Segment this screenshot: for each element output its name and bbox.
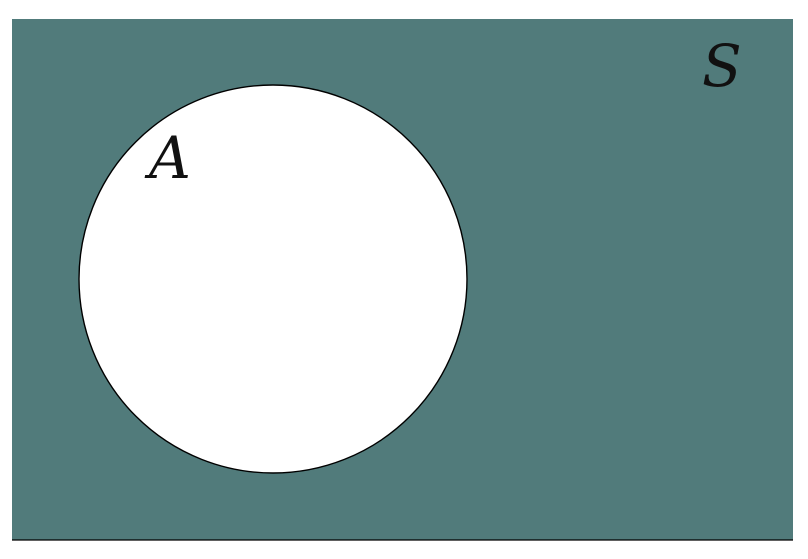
set-a-circle	[78, 84, 468, 474]
set-a-label: A	[144, 124, 191, 192]
universe-label-s: S	[702, 32, 742, 100]
